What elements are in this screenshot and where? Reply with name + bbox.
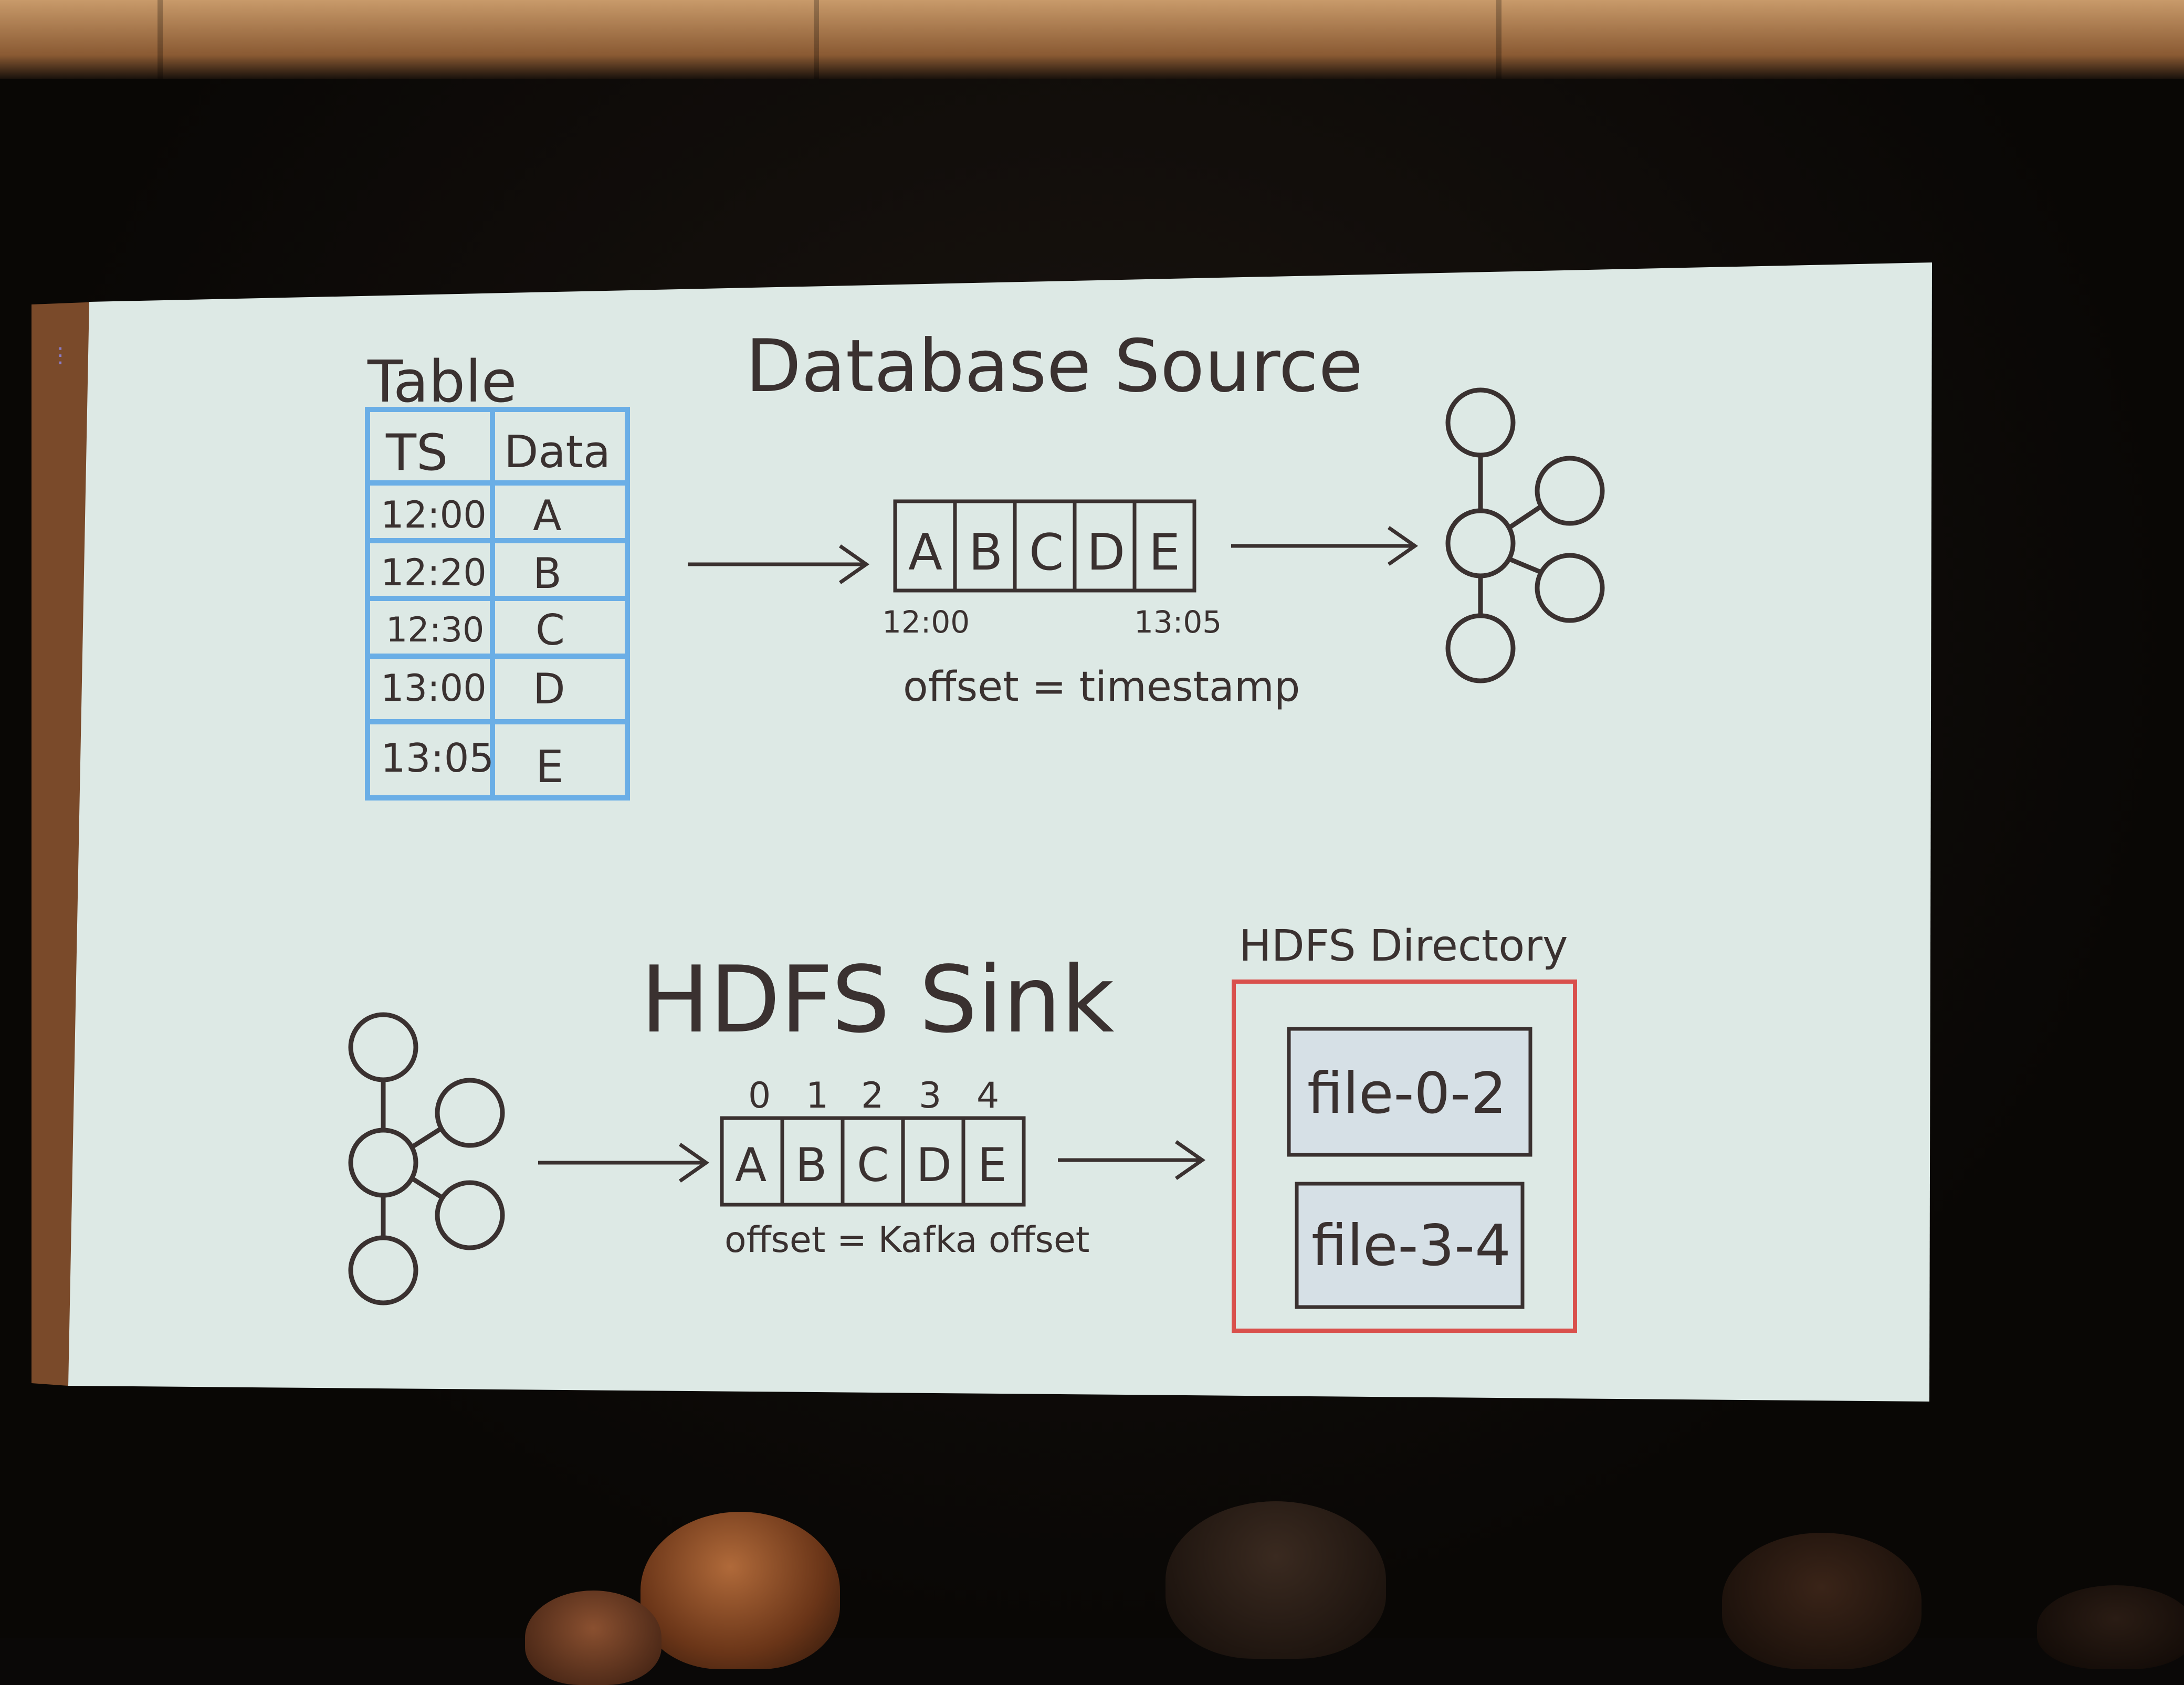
screen-edge — [32, 302, 100, 1386]
file-name: file-3-4 — [1311, 1213, 1511, 1279]
sink-offset: 0 — [748, 1075, 771, 1117]
audience-head — [1166, 1501, 1386, 1659]
table-cell-ts: 13:05 — [381, 735, 494, 781]
file-name: file-0-2 — [1307, 1061, 1507, 1126]
table-cell-data: D — [533, 665, 565, 713]
table-cell-ts: 13:00 — [381, 667, 487, 710]
sink-title: HDFS Sink — [640, 947, 1115, 1054]
sink-offset-note: offset = Kafka offset — [724, 1219, 1089, 1261]
sink-offset: 2 — [861, 1075, 884, 1117]
log-cell: E — [1149, 524, 1180, 582]
sink-offset: 1 — [806, 1075, 828, 1117]
projection-screen: ⋮ Table Database Source TS Data 12:00 A … — [32, 262, 1932, 1402]
right-arrow-icon — [538, 1143, 710, 1183]
table-label: Table — [367, 348, 517, 415]
log-cell: B — [969, 524, 1003, 582]
audience-head — [2037, 1585, 2184, 1669]
table-cell-data: E — [536, 741, 564, 793]
ceiling-panel — [0, 0, 2184, 79]
kafka-cluster-icon — [1445, 387, 1605, 683]
log-start-time: 12:00 — [882, 604, 970, 640]
audience-head — [640, 1512, 840, 1669]
source-title: Database Source — [746, 324, 1363, 408]
hdfs-directory — [1232, 980, 1577, 1333]
table-cell-data: B — [533, 549, 562, 598]
sink-log-cell: D — [916, 1138, 952, 1192]
table-cell-ts: 12:20 — [381, 551, 487, 594]
ceiling-seam — [158, 0, 163, 79]
file-box — [1295, 1182, 1525, 1309]
table-header-data: Data — [504, 426, 611, 478]
table-cell-ts: 12:30 — [386, 610, 484, 650]
log-cell: A — [908, 524, 942, 582]
log-end-time: 13:05 — [1134, 604, 1222, 640]
table-cell-ts: 12:00 — [381, 493, 487, 536]
audience-head — [1722, 1533, 1922, 1669]
sink-log-cell: B — [795, 1138, 827, 1192]
right-arrow-icon — [688, 544, 870, 584]
log-cell: D — [1087, 524, 1125, 582]
slide-marker: ⋮ — [50, 343, 71, 367]
right-arrow-icon — [1058, 1140, 1206, 1180]
source-log — [893, 499, 1196, 593]
directory-label: HDFS Directory — [1239, 921, 1568, 971]
source-offset-note: offset = timestamp — [903, 664, 1300, 711]
ceiling-seam — [1496, 0, 1502, 79]
log-cell: C — [1029, 524, 1064, 582]
sink-log-cell: A — [735, 1138, 766, 1192]
sink-offset: 3 — [919, 1075, 941, 1117]
sink-log-cell: C — [857, 1138, 889, 1192]
sink-offset: 4 — [976, 1075, 999, 1117]
file-box — [1287, 1027, 1532, 1157]
kafka-cluster-icon — [348, 1012, 505, 1305]
sink-log-cell: E — [978, 1138, 1007, 1192]
table-cell-data: A — [533, 491, 562, 540]
source-table — [365, 407, 630, 801]
audience-head — [525, 1591, 662, 1685]
ceiling-seam — [814, 0, 819, 79]
table-cell-data: C — [536, 606, 565, 655]
sink-log — [720, 1116, 1026, 1207]
right-arrow-icon — [1231, 526, 1419, 566]
table-header-ts: TS — [385, 424, 448, 482]
